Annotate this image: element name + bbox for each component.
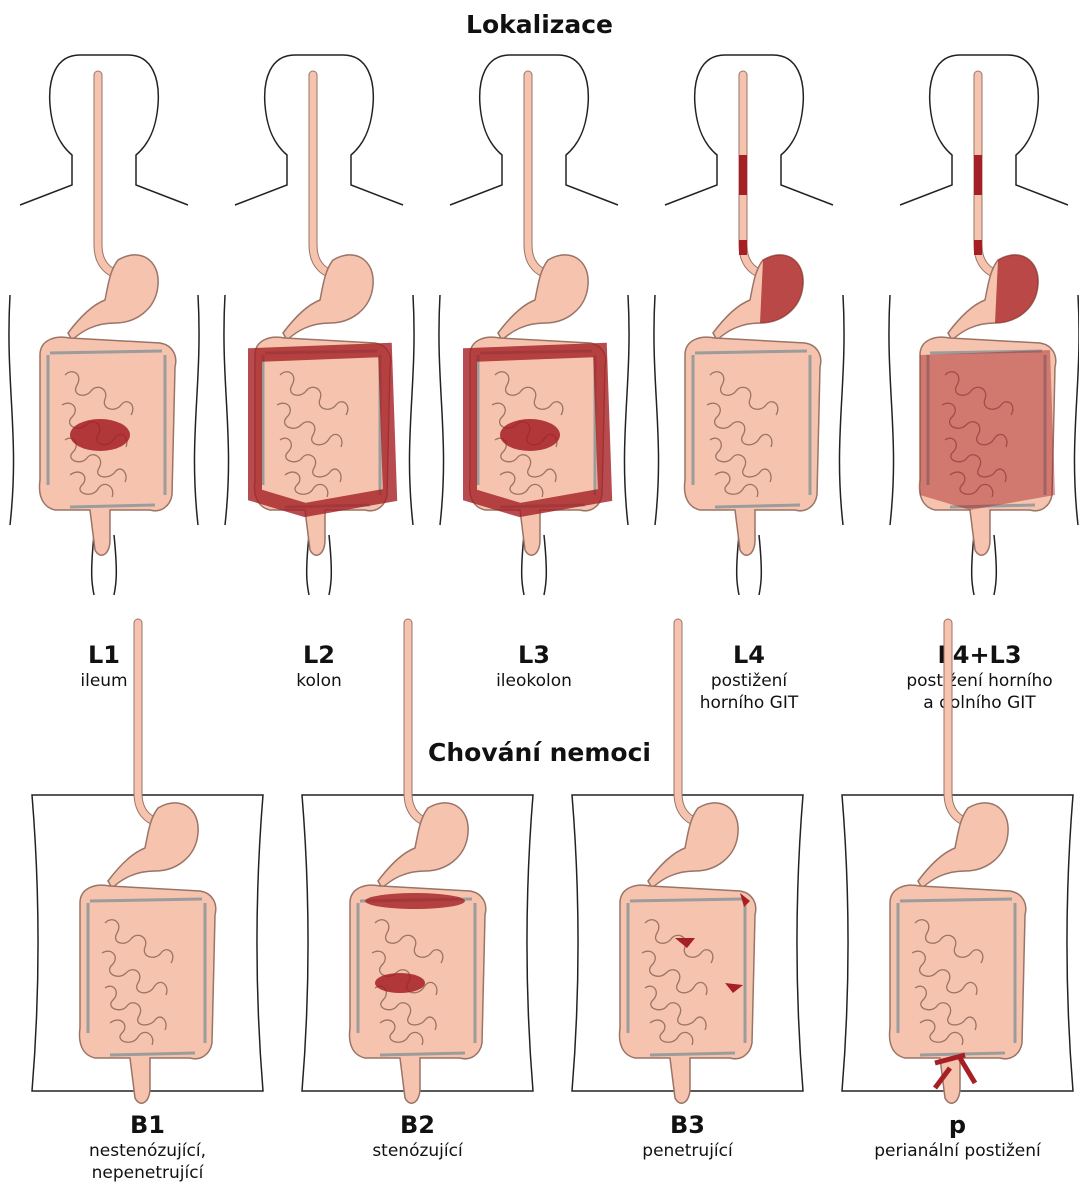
caption-l4-l3: L4+L3 postižení horního a dolního GIT — [880, 640, 1079, 714]
desc-l4: postižení horního GIT — [655, 670, 843, 714]
figure-b1 — [30, 793, 265, 1093]
behavior-title: Chování nemoci — [0, 738, 1079, 767]
stomach-inflammation — [995, 255, 1038, 323]
figure-l1 — [10, 55, 198, 615]
desc-b3: penetrující — [570, 1140, 805, 1162]
body-diagram-l2 — [225, 55, 413, 615]
desc-p: perianální postižení — [840, 1140, 1075, 1162]
figure-l2 — [225, 55, 413, 615]
desc-l2: kolon — [225, 670, 413, 692]
colon-inflammation — [920, 350, 1055, 510]
caption-p: p perianální postižení — [840, 1110, 1075, 1162]
caption-l2: L2 kolon — [225, 640, 413, 692]
stenosis-colon — [365, 893, 465, 909]
desc-l1: ileum — [10, 670, 198, 692]
code-p: p — [840, 1110, 1075, 1140]
ileum-inflammation — [70, 419, 130, 451]
figure-b3 — [570, 793, 805, 1093]
code-l3: L3 — [440, 640, 628, 670]
body-diagram-l4 — [655, 55, 843, 615]
caption-l1: L1 ileum — [10, 640, 198, 692]
code-b3: B3 — [570, 1110, 805, 1140]
body-diagram-l3 — [440, 55, 628, 615]
localization-title: Lokalizace — [0, 10, 1079, 39]
figure-b2 — [300, 793, 535, 1093]
abdomen-diagram-p — [840, 793, 1075, 1093]
figure-l4-l3 — [890, 55, 1078, 615]
caption-l3: L3 ileokolon — [440, 640, 628, 692]
stenosis-ileum — [375, 973, 425, 993]
ileum-inflammation — [500, 419, 560, 451]
caption-l4: L4 postižení horního GIT — [655, 640, 843, 714]
code-b1: B1 — [30, 1110, 265, 1140]
figure-p — [840, 793, 1075, 1093]
desc-l4-l3: postižení horního a dolního GIT — [880, 670, 1079, 714]
desc-b1: nestenózující, nepenetrující — [30, 1140, 265, 1184]
code-b2: B2 — [300, 1110, 535, 1140]
figure-l4 — [655, 55, 843, 615]
stomach-inflammation — [760, 255, 803, 323]
code-l1: L1 — [10, 640, 198, 670]
code-l2: L2 — [225, 640, 413, 670]
abdomen-diagram-b1 — [30, 793, 265, 1093]
caption-b2: B2 stenózující — [300, 1110, 535, 1162]
desc-b2: stenózující — [300, 1140, 535, 1162]
body-diagram-l1 — [10, 55, 198, 615]
figure-l3 — [440, 55, 628, 615]
abdomen-diagram-b2 — [300, 793, 535, 1093]
caption-b3: B3 penetrující — [570, 1110, 805, 1162]
caption-b1: B1 nestenózující, nepenetrující — [30, 1110, 265, 1184]
abdomen-diagram-b3 — [570, 793, 805, 1093]
code-l4: L4 — [655, 640, 843, 670]
code-l4-l3: L4+L3 — [880, 640, 1079, 670]
desc-l3: ileokolon — [440, 670, 628, 692]
body-diagram-l4-l3 — [890, 55, 1078, 615]
